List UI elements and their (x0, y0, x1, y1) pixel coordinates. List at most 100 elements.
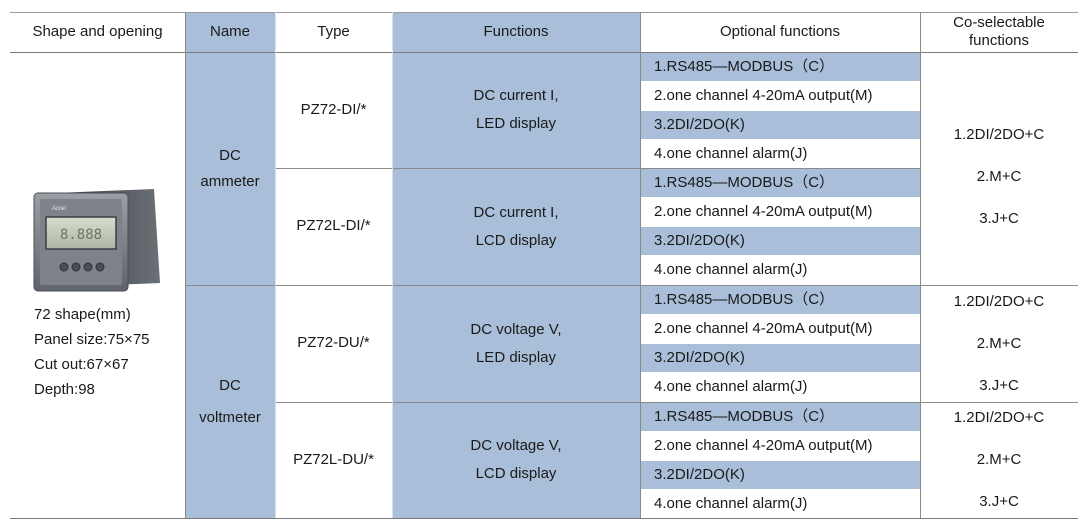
option-text: 1.RS485—MODBUS（C） (654, 407, 835, 425)
option-text: 4.one channel alarm(J) (654, 144, 808, 162)
function-2-line2: LCD display (475, 231, 557, 249)
option-text: 1.RS485—MODBUS（C） (654, 57, 835, 75)
header-optional-text: Optional functions (719, 22, 841, 40)
option-row: 3.2DI/2DO(K) (640, 111, 920, 139)
function-1-line2: LED display (475, 115, 557, 132)
function-cell-3: DC voltage V, LED display (392, 285, 640, 402)
panel-meter-image: 8.888 Acrel (33, 189, 160, 292)
option-row: 1.RS485—MODBUS（C） (640, 403, 920, 431)
meter-button-icon (59, 262, 69, 272)
row-divider-rule (275, 168, 920, 169)
function-3-line1: DC voltage V, (470, 320, 562, 338)
header-coselect: Co-selectable functions (920, 12, 1078, 52)
name-dc-ammeter: DC ammeter (185, 52, 275, 285)
option-row: 3.2DI/2DO(K) (640, 344, 920, 372)
header-type: Type (275, 12, 392, 52)
option-text: 3.2DI/2DO(K) (654, 348, 745, 366)
option-row: 3.2DI/2DO(K) (640, 227, 920, 255)
coselect-item: 3.J+C (979, 376, 1019, 394)
coselect-item: 1.2DI/2DO+C (953, 409, 1045, 426)
column-rule (185, 12, 186, 518)
type-text-2: PZ72L-DI/* (296, 217, 371, 235)
function-1-line1: DC current I, (473, 87, 559, 104)
function-cell-4: DC voltage V, LCD display (392, 402, 640, 518)
header-shape-text: Shape and opening (32, 22, 163, 40)
option-row: 4.one channel alarm(J) (640, 490, 920, 518)
option-text: 3.2DI/2DO(K) (654, 231, 745, 249)
option-text: 2.one channel 4-20mA output(M) (654, 86, 873, 104)
coselect-item: 2.M+C (976, 334, 1022, 352)
header-type-text: Type (317, 22, 350, 40)
column-rule (275, 12, 276, 518)
meter-button-icon (95, 262, 105, 272)
shape-spec: 72 shape(mm) Panel size:75×75 Cut out:67… (34, 302, 150, 402)
name-ammeter-line2: ammeter (200, 172, 260, 190)
option-row: 3.2DI/2DO(K) (640, 461, 920, 489)
type-cell-4: PZ72L-DU/* (275, 402, 392, 518)
row-divider-rule (275, 402, 1078, 403)
option-row: 2.one channel 4-20mA output(M) (640, 432, 920, 460)
meter-button-icon (83, 262, 93, 272)
type-cell-2: PZ72L-DI/* (275, 168, 392, 285)
option-text: 1.RS485—MODBUS（C） (654, 173, 835, 191)
option-row: 2.one channel 4-20mA output(M) (640, 198, 920, 226)
option-row: 2.one channel 4-20mA output(M) (640, 82, 920, 110)
spec-line: Cut out:67×67 (34, 356, 129, 373)
column-rule (640, 12, 641, 518)
spec-line: 72 shape(mm) (34, 306, 131, 323)
name-dc-voltmeter: DC voltmeter (185, 285, 275, 518)
function-4-line2: LCD display (475, 465, 557, 482)
type-cell-3: PZ72-DU/* (275, 285, 392, 402)
option-text: 4.one channel alarm(J) (654, 261, 808, 279)
column-rule (920, 12, 921, 518)
header-name-text: Name (209, 22, 250, 40)
function-cell-2: DC current I, LCD display (392, 168, 640, 285)
type-text-4: PZ72L-DU/* (293, 450, 374, 468)
name-voltmeter-line1: DC (219, 376, 241, 394)
coselect-voltmeter-a: 1.2DI/2DO+C 2.M+C 3.J+C (920, 285, 1078, 402)
option-text: 2.one channel 4-20mA output(M) (654, 436, 873, 454)
column-rule (392, 12, 393, 518)
name-voltmeter-line2: voltmeter (199, 408, 261, 426)
option-row: 4.one channel alarm(J) (640, 256, 920, 285)
coselect-item: 1.2DI/2DO+C (953, 126, 1045, 143)
option-row: 2.one channel 4-20mA output(M) (640, 315, 920, 343)
option-row: 1.RS485—MODBUS（C） (640, 286, 920, 314)
type-text-3: PZ72-DU/* (297, 334, 370, 352)
meter-button-icon (71, 262, 81, 272)
type-cell-1: PZ72-DI/* (275, 52, 392, 168)
meter-lcd (45, 216, 117, 250)
meter-brand: Acrel (52, 206, 66, 212)
option-row: 1.RS485—MODBUS（C） (640, 53, 920, 81)
spec-line: Panel size:75×75 (34, 331, 150, 348)
coselect-item: 3.J+C (979, 210, 1019, 227)
option-text: 4.one channel alarm(J) (654, 494, 808, 512)
coselect-ammeter: 1.2DI/2DO+C 2.M+C 3.J+C (920, 52, 1078, 285)
option-text: 3.2DI/2DO(K) (654, 115, 745, 133)
option-row: 1.RS485—MODBUS（C） (640, 169, 920, 197)
function-2-line1: DC current I, (473, 203, 559, 221)
option-text: 2.one channel 4-20mA output(M) (654, 319, 873, 337)
header-coselect-line2: functions (968, 32, 1030, 49)
coselect-voltmeter-b: 1.2DI/2DO+C 2.M+C 3.J+C (920, 402, 1078, 518)
coselect-item: 1.2DI/2DO+C (953, 292, 1045, 310)
header-coselect-line1: Co-selectable (953, 14, 1045, 31)
option-row: 4.one channel alarm(J) (640, 373, 920, 402)
name-ammeter-line1: DC (219, 146, 241, 164)
header-bottom-rule (10, 52, 1078, 53)
header-name: Name (185, 12, 275, 52)
header-functions-text: Functions (483, 22, 549, 40)
function-3-line2: LED display (475, 348, 557, 366)
coselect-item: 2.M+C (976, 451, 1022, 468)
group-divider-rule (185, 285, 1078, 286)
option-row: 4.one channel alarm(J) (640, 140, 920, 168)
option-text: 2.one channel 4-20mA output(M) (654, 202, 873, 220)
spec-line: Depth:98 (34, 381, 95, 398)
type-text-1: PZ72-DI/* (300, 100, 367, 118)
table-bottom-rule (10, 518, 1078, 519)
header-shape: Shape and opening (10, 12, 185, 52)
meter-lcd-digits: 8.888 (60, 227, 102, 243)
option-text: 4.one channel alarm(J) (654, 378, 808, 396)
function-cell-1: DC current I, LED display (392, 52, 640, 168)
header-optional: Optional functions (640, 12, 920, 52)
